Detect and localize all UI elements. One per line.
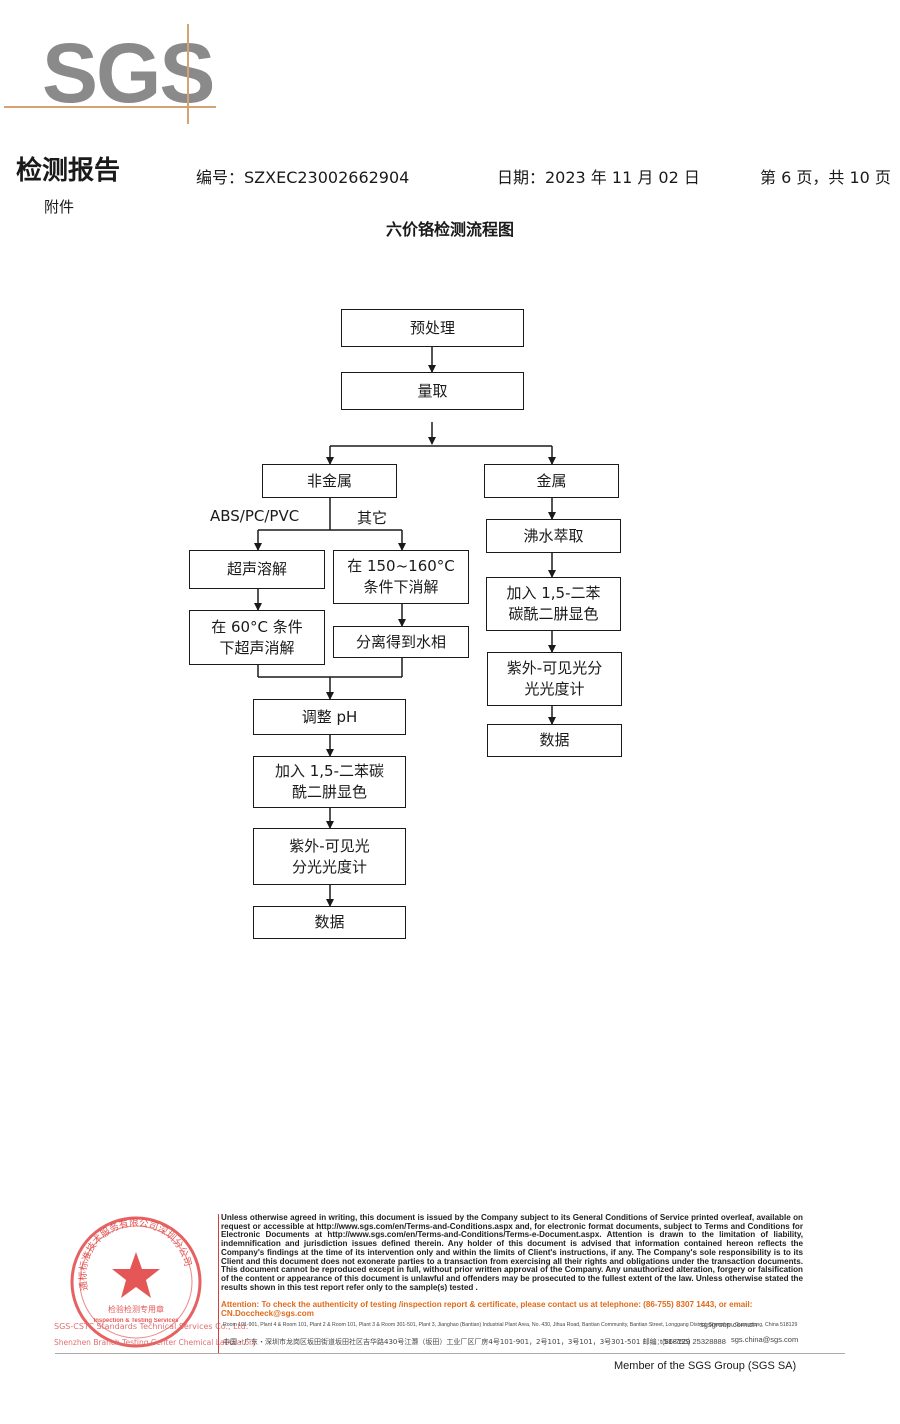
box-measure: 量取	[341, 372, 524, 410]
box-separate-water: 分离得到水相	[333, 626, 469, 658]
footer-address-en: Room 101-901, Plant 4 & Room 101, Plant …	[223, 1322, 798, 1328]
logo-rule-vertical	[187, 24, 189, 124]
box-pretreatment: 预处理	[341, 309, 524, 347]
stamp-middle-text: 检验检测专用章	[108, 1304, 164, 1314]
footer-telephone: t(86-755) 25328888	[660, 1337, 726, 1346]
label-abs-pc-pvc: ABS/PC/PVC	[210, 507, 300, 525]
footer-disclaimer: Unless otherwise agreed in writing, this…	[221, 1213, 803, 1292]
sgs-logo: SGS	[42, 26, 215, 120]
inspection-stamp: 通标标准技术服务有限公司深圳分公司 检验检测专用章 Inspection & T…	[70, 1216, 202, 1348]
footer-website: sgsgroup.com.cn	[700, 1320, 758, 1329]
box-add-reagent-left: 加入 1,5-二苯碳 酰二肼显色	[253, 756, 406, 808]
footer-email: sgs.china@sgs.com	[731, 1335, 799, 1344]
logo-rule-horizontal	[4, 106, 216, 108]
footer-rule	[55, 1353, 845, 1354]
box-uv-left: 紫外-可见光 分光光度计	[253, 828, 406, 885]
box-digest-150: 在 150~160°C 条件下消解	[333, 550, 469, 604]
flowchart-title: 六价铬检测流程图	[385, 220, 514, 239]
label-other: 其它	[357, 509, 388, 527]
flowchart-connectors	[254, 347, 556, 907]
stamp-company-en: SGS-CSTC Standards Technical Services Co…	[54, 1322, 249, 1331]
box-boil-extract: 沸水萃取	[486, 519, 621, 553]
report-title: 检测报告	[16, 156, 121, 186]
star-icon	[112, 1252, 160, 1298]
footer-separator	[218, 1214, 219, 1354]
footer-attention: Attention: To check the authenticity of …	[221, 1300, 753, 1318]
report-number: 编号：SZXEC23002662904	[196, 168, 410, 187]
page-info: 第 6 页，共 10 页	[760, 168, 891, 187]
sgs-member-note: Member of the SGS Group (SGS SA)	[614, 1360, 797, 1372]
box-data-right: 数据	[487, 724, 622, 757]
box-ultrasonic-dissolve: 超声溶解	[189, 550, 325, 589]
box-adjust-ph: 调整 pH	[253, 699, 406, 735]
appendix-label: 附件	[44, 198, 75, 216]
box-metal: 金属	[484, 464, 619, 498]
stamp-lab-en: Shenzhen Branch Testing Center Chemical …	[54, 1338, 257, 1347]
report-date: 日期：2023 年 11 月 02 日	[497, 168, 700, 187]
footer-address-cn: 中国・广东・深圳市龙岗区坂田街道坂田社区吉华路430号江灏（坂田）工业厂区厂房4…	[223, 1338, 691, 1346]
box-add-reagent-right: 加入 1,5-二苯 碳酰二肼显色	[486, 577, 621, 631]
box-data-left: 数据	[253, 906, 406, 939]
stamp-bottom-text: Inspection & Testing Services	[94, 1318, 180, 1324]
box-digest-60: 在 60°C 条件 下超声消解	[189, 610, 325, 665]
box-uv-right: 紫外-可见光分 光光度计	[487, 652, 622, 706]
box-nonmetal: 非金属	[262, 464, 397, 498]
